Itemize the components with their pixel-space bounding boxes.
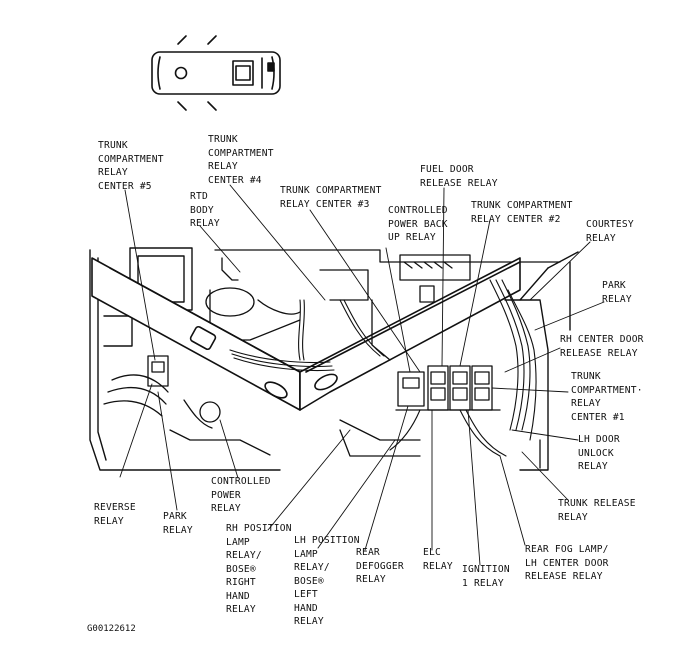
label-trunk-relay-center-4: TRUNK COMPARTMENT RELAY CENTER #4 (208, 134, 274, 186)
relay-center-5-area (103, 355, 221, 429)
label-rear-defogger-relay: REAR DEFOGGER RELAY (356, 547, 404, 585)
label-lh-position-lamp-relay: LH POSITION LAMP RELAY/ BOSE® LEFT HAND … (294, 535, 360, 627)
label-rtd-body-relay: RTD BODY RELAY (190, 191, 220, 229)
label-trunk-relay-center-3: TRUNK COMPARTMENT RELAY CENTER #3 (280, 185, 382, 210)
label-ignition-1-relay: IGNITION 1 RELAY (462, 564, 510, 589)
label-park-relay-right: PARK RELAY (602, 280, 632, 305)
label-trunk-release-relay: TRUNK RELEASE RELAY (558, 498, 636, 523)
leader-lines (119, 184, 605, 566)
lower-floor (169, 299, 541, 469)
label-rh-position-lamp-relay: RH POSITION LAMP RELAY/ BOSE® RIGHT HAND… (226, 523, 292, 615)
figure-code: G00122612 (87, 624, 136, 634)
label-controlled-power-back-up-relay: CONTROLLED POWER BACK UP RELAY (388, 205, 448, 243)
cross-beam-left (91, 257, 301, 411)
label-rh-center-door-release-relay: RH CENTER DOOR RELEASE RELAY (560, 334, 644, 359)
label-trunk-relay-center-2: TRUNK COMPARTMENT RELAY CENTER #2 (471, 200, 573, 225)
relay-center-cluster (395, 365, 501, 411)
label-elc-relay: ELC RELAY (423, 547, 453, 572)
label-reverse-relay: REVERSE RELAY (94, 502, 136, 527)
label-park-relay-left: PARK RELAY (163, 511, 193, 536)
cross-beam-right (299, 257, 521, 411)
label-controlled-power-relay: CONTROLLED POWER RELAY (211, 476, 271, 514)
label-rear-fog-lamp-relay: REAR FOG LAMP/ LH CENTER DOOR RELEASE RE… (525, 544, 609, 582)
right-body-frame (504, 251, 579, 471)
label-trunk-relay-center-5: TRUNK COMPARTMENT RELAY CENTER #5 (98, 140, 164, 192)
label-fuel-door-release-relay: FUEL DOOR RELEASE RELAY (420, 164, 498, 189)
label-trunk-relay-center-1: TRUNK COMPARTMENT· RELAY CENTER #1 (571, 371, 643, 423)
vehicle-locator-icon (151, 35, 281, 111)
label-courtesy-relay: COURTESY RELAY (586, 219, 634, 244)
label-lh-door-unlock-relay: LH DOOR UNLOCK RELAY (578, 434, 620, 472)
